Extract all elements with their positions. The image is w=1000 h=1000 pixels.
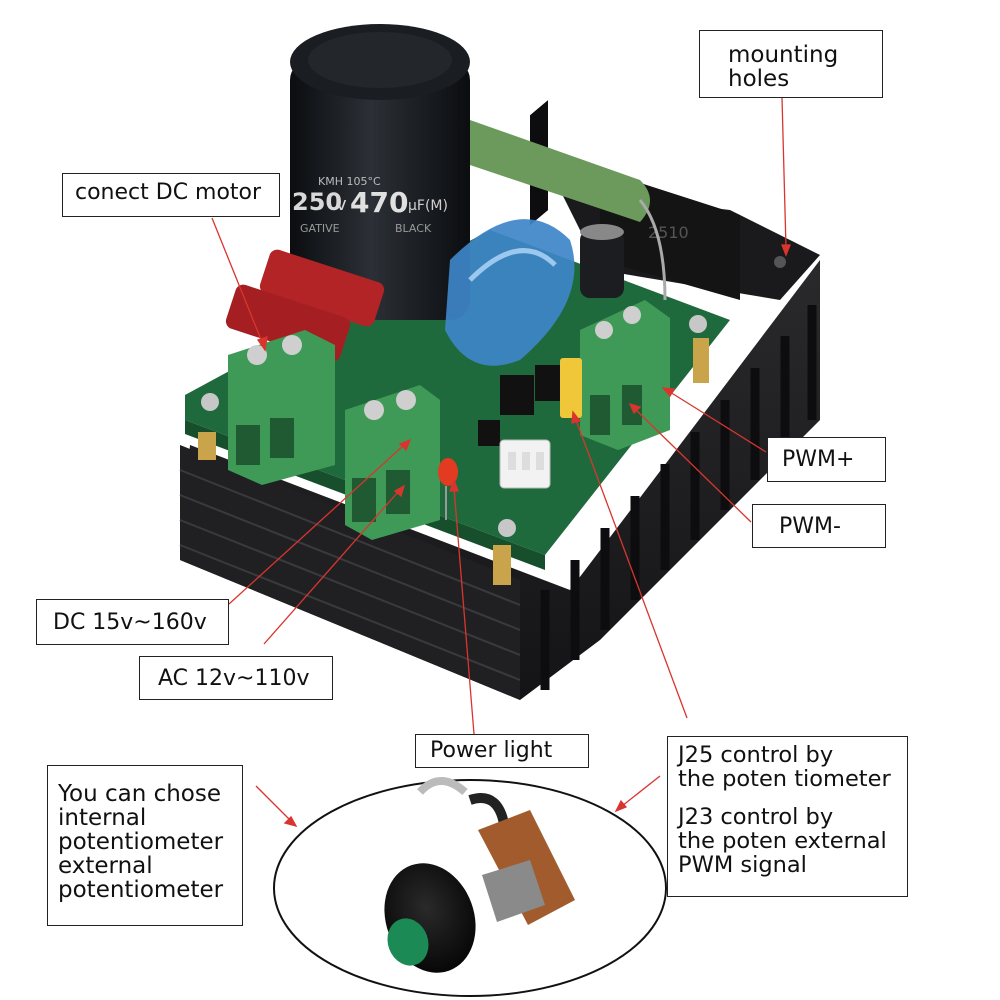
label-potentiometer-choice: You can chose internal potentiometer ext…	[47, 765, 243, 926]
power-led	[438, 458, 458, 520]
callout-pwm-minus	[628, 402, 752, 523]
label-connect-dc-motor: conect DC motor	[62, 173, 280, 217]
label-power-light: Power light	[415, 734, 589, 768]
power-resistor	[460, 120, 667, 301]
potentiometer-inset	[273, 777, 667, 997]
blue-capacitor	[445, 219, 575, 366]
terminal-block-pwm	[580, 300, 670, 450]
svg-text:μF(M): μF(M)	[408, 198, 448, 214]
callout-mounting-holes	[781, 97, 791, 257]
callout-power-light	[449, 478, 475, 735]
callout-dc-input	[228, 438, 412, 605]
main-capacitor: KMH 105°C 250 v 470 μF(M) GATIVE BLACK	[290, 24, 470, 320]
terminal-block-input	[345, 385, 440, 540]
label-dc-input-range: DC 15v~160v	[36, 599, 229, 645]
callout-ac-input	[263, 484, 406, 645]
label-mounting-holes: mounting holes	[699, 30, 883, 98]
pwm-header-connector	[499, 439, 551, 489]
callout-chose-pot	[255, 785, 298, 828]
label-pwm-plus: PWM+	[767, 437, 886, 482]
small-capacitor	[580, 224, 624, 298]
terminal-block-motor	[228, 330, 335, 485]
callout-pot-control	[614, 775, 661, 813]
callout-connect-motor	[211, 217, 268, 352]
svg-text:250: 250	[292, 188, 342, 216]
svg-text:470: 470	[350, 186, 408, 219]
callout-lines	[211, 97, 791, 828]
label-ac-input-range: AC 12v~110v	[139, 656, 333, 700]
svg-text:v: v	[336, 194, 347, 215]
svg-text:GATIVE: GATIVE	[300, 222, 340, 235]
label-jumper-control: J25 control by the poten tiometer J23 co…	[667, 736, 908, 897]
callout-pwm-plus	[661, 387, 767, 453]
ic-chips	[478, 365, 563, 446]
svg-text:BLACK: BLACK	[395, 222, 432, 235]
label-pwm-minus: PWM-	[752, 504, 886, 548]
callout-jumper	[571, 410, 688, 719]
svg-text:KMH 105°C: KMH 105°C	[318, 175, 381, 188]
jumper-j25-j23	[560, 358, 582, 418]
